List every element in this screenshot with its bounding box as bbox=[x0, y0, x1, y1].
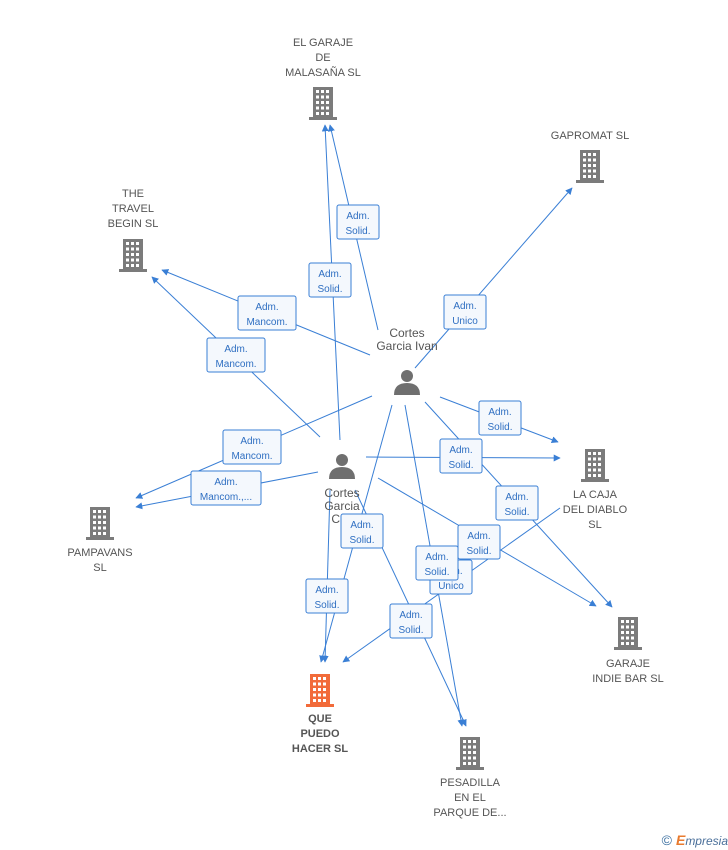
role-text-line: Solid. bbox=[448, 460, 473, 471]
role-text-line: Unico bbox=[438, 581, 464, 592]
building-icon bbox=[86, 507, 114, 540]
empresia-watermark: ©Empresia bbox=[662, 832, 728, 848]
role-label-4: Adm. Mancom. bbox=[206, 337, 266, 373]
company-label-line: PESADILLA bbox=[440, 777, 501, 789]
brand-name: mpresia bbox=[685, 834, 728, 848]
company-label-line: QUE bbox=[308, 713, 332, 725]
company-label-line: MALASAÑA SL bbox=[285, 66, 361, 79]
role-text-line: Mancom. bbox=[231, 451, 272, 462]
company-node-pampavans[interactable]: PAMPAVANS SL bbox=[67, 507, 133, 574]
role-text-line: Solid. bbox=[314, 600, 339, 611]
role-text-line: Solid. bbox=[345, 226, 370, 237]
role-text-line: Solid. bbox=[317, 284, 342, 295]
role-text-line: Adm. bbox=[318, 269, 341, 280]
role-label-2: Adm. Unico bbox=[443, 294, 487, 330]
company-label-line: EN EL bbox=[454, 792, 486, 804]
role-text-line: Solid. bbox=[504, 507, 529, 518]
company-label-line: DE bbox=[315, 52, 330, 64]
company-label-line: DEL DIABLO bbox=[563, 504, 628, 516]
role-label-11: Adm. Solid. bbox=[457, 524, 501, 560]
role-text-line: Adm. bbox=[467, 531, 490, 542]
building-icon bbox=[309, 87, 337, 120]
company-label-line: THE bbox=[122, 188, 144, 200]
company-node-pesadilla[interactable]: PESADILLA EN EL PARQUE DE... bbox=[433, 737, 507, 819]
role-label-6: Adm. Mancom.,... bbox=[190, 470, 262, 506]
role-label-0: Adm. Solid. bbox=[336, 204, 380, 240]
role-text-line: Adm. bbox=[346, 211, 369, 222]
role-text-line: Mancom.,... bbox=[200, 492, 252, 503]
edge-2 bbox=[414, 187, 573, 369]
role-label-14: Adm. Solid. bbox=[305, 578, 349, 614]
building-icon bbox=[614, 617, 642, 650]
role-text-line: Adm. bbox=[350, 520, 373, 531]
role-text-line: Solid. bbox=[349, 535, 374, 546]
person-label-line: Garcia bbox=[324, 499, 360, 513]
building-icon bbox=[576, 150, 604, 183]
role-text-line: Adm. bbox=[240, 436, 263, 447]
company-label-line: SL bbox=[93, 562, 106, 574]
company-label-line: HACER SL bbox=[292, 743, 349, 755]
company-label-line: BEGIN SL bbox=[108, 218, 159, 230]
role-text-line: Adm. bbox=[315, 585, 338, 596]
brand-initial: E bbox=[675, 832, 686, 848]
company-label-line: INDIE BAR SL bbox=[592, 673, 664, 685]
company-label-line: SL bbox=[588, 519, 601, 531]
role-text-line: Solid. bbox=[466, 546, 491, 557]
role-label-13: Adm. Solid. bbox=[415, 545, 459, 581]
person-icon bbox=[394, 370, 420, 395]
role-label-10: Adm. Solid. bbox=[340, 513, 384, 549]
company-label-line: GARAJE bbox=[606, 658, 650, 670]
company-node-caja_diablo[interactable]: LA CAJA DEL DIABLO SL bbox=[563, 449, 628, 531]
role-text-line: Solid. bbox=[487, 422, 512, 433]
company-label-line: LA CAJA bbox=[573, 489, 618, 501]
role-label-3: Adm. Mancom. bbox=[237, 295, 297, 331]
role-label-7: Adm. Solid. bbox=[478, 400, 522, 436]
company-node-garaje_indie[interactable]: GARAJE INDIE BAR SL bbox=[592, 617, 664, 685]
company-node-gapromat[interactable]: GAPROMAT SL bbox=[551, 130, 629, 183]
role-text-line: Adm. bbox=[224, 344, 247, 355]
role-text-line: Adm. bbox=[255, 302, 278, 313]
edge-12 bbox=[321, 489, 331, 663]
role-label-15: Adm. Solid. bbox=[389, 603, 433, 639]
role-text-line: Mancom. bbox=[246, 317, 287, 328]
role-text-line: Adm. bbox=[425, 552, 448, 563]
company-label-line: EL GARAJE bbox=[293, 37, 353, 49]
building-icon bbox=[456, 737, 484, 770]
role-text-line: Adm. bbox=[449, 445, 472, 456]
role-text-line: Adm. bbox=[453, 301, 476, 312]
person-icon bbox=[329, 454, 355, 479]
building-icon bbox=[119, 239, 147, 272]
company-label-line: TRAVEL bbox=[112, 203, 154, 215]
role-text-line: Mancom. bbox=[215, 359, 256, 370]
building-icon bbox=[581, 449, 609, 482]
company-label-line: PAMPAVANS bbox=[67, 547, 132, 559]
nodes: EL GARAJE DE MALASAÑA SL GAPROMAT SL THE TRAV… bbox=[67, 37, 663, 819]
company-node-garaje_malasana[interactable]: EL GARAJE DE MALASAÑA SL bbox=[285, 37, 361, 120]
person-label-line: Cortes bbox=[324, 486, 359, 500]
role-text-line: Unico bbox=[452, 316, 478, 327]
role-text-line: Solid. bbox=[398, 625, 423, 636]
role-labels: Adm.Solid.Adm.Solid.Adm.UnicoAdm.Mancom.… bbox=[190, 204, 539, 639]
role-text-line: Adm. bbox=[505, 492, 528, 503]
company-label-line: GAPROMAT SL bbox=[551, 130, 629, 142]
building-icon bbox=[306, 674, 334, 707]
person-label-line: Garcia Ivan bbox=[376, 339, 437, 353]
company-label-line: PARQUE DE... bbox=[433, 807, 506, 819]
role-label-1: Adm. Solid. bbox=[308, 262, 352, 298]
role-text-line: Adm. bbox=[214, 477, 237, 488]
role-text-line: Solid. bbox=[424, 567, 449, 578]
company-label-line: PUEDO bbox=[300, 728, 340, 740]
person-label-line: Cortes bbox=[389, 326, 424, 340]
copyright-icon: © bbox=[661, 832, 672, 848]
role-label-9: Adm. Solid. bbox=[495, 485, 539, 521]
role-text-line: Adm. bbox=[488, 407, 511, 418]
role-label-5: Adm. Mancom. bbox=[222, 429, 282, 465]
company-node-travel_begin[interactable]: THE TRAVEL BEGIN SL bbox=[108, 188, 159, 272]
role-label-8: Adm. Solid. bbox=[439, 438, 483, 474]
role-text-line: Adm. bbox=[399, 610, 422, 621]
company-node-que_puedo[interactable]: QUE PUEDO HACER SL bbox=[292, 674, 349, 755]
